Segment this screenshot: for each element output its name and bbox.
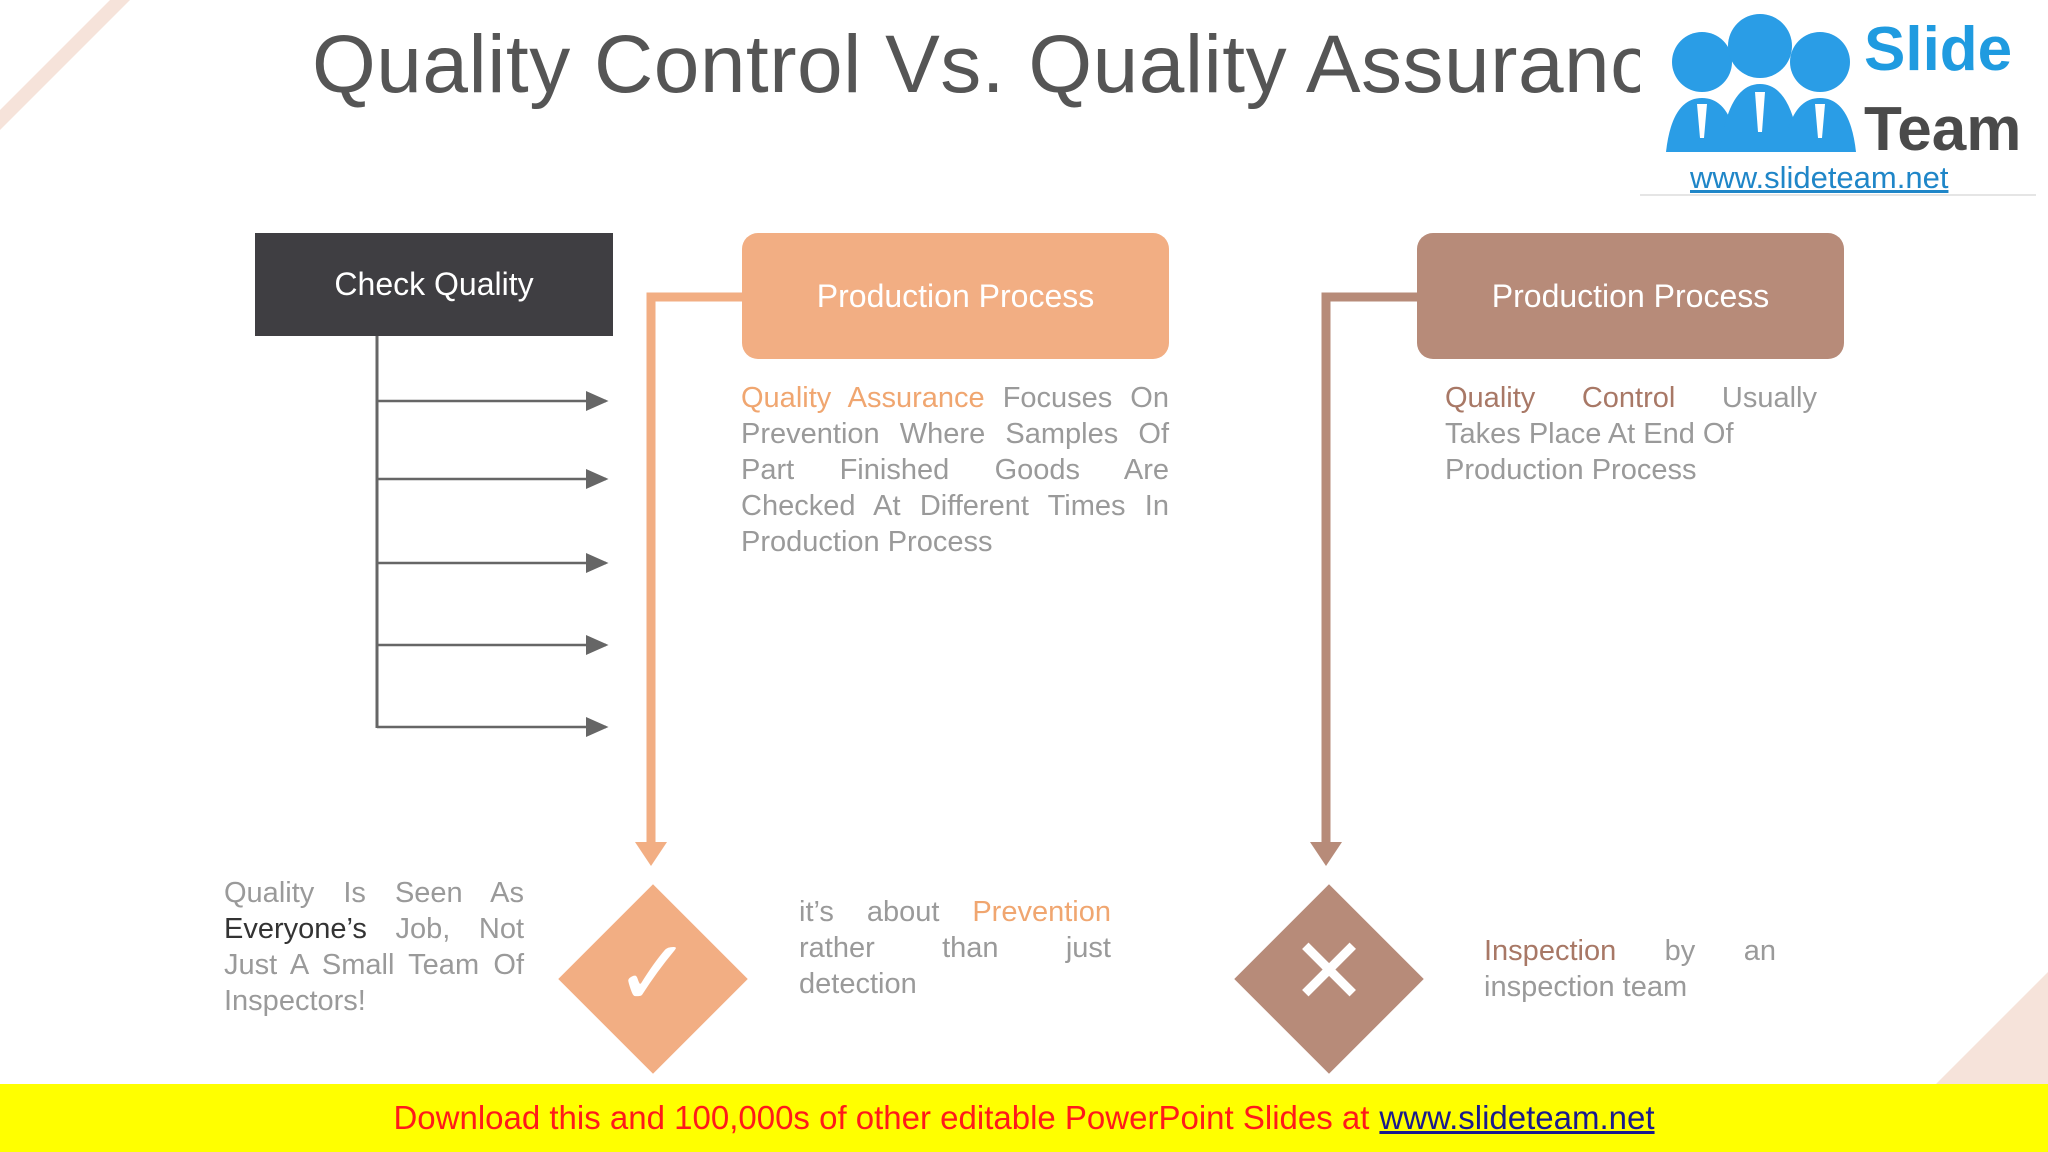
- side-note-line1: Quality Is Seen As: [224, 877, 524, 909]
- qa-desc-line2: Prevention Where Samples Of: [741, 418, 1169, 450]
- corner-decoration-bottom: [1928, 972, 2048, 1092]
- production-process-header-right: Production Process: [1417, 233, 1844, 359]
- qc-desc-text: Usually Takes Place At End Of: [1445, 382, 1817, 450]
- slide-title: Quality Control Vs. Quality Assurance: [312, 19, 1698, 110]
- download-banner: Download this and 100,000s of other edit…: [0, 1084, 2048, 1152]
- logo-word-slide: Slide: [1864, 15, 2013, 84]
- side-note: Quality Is Seen As Everyone’s Job, Not J…: [224, 875, 524, 1019]
- prevention-note-post: rather than just detection: [799, 932, 1111, 1000]
- check-quality-box: Check Quality: [255, 233, 613, 336]
- side-note-rest: Job, Not Just A Small Team Of Inspectors…: [224, 913, 524, 1017]
- logo-word-team: Team: [1864, 95, 2022, 164]
- side-note-everyones: Everyone’s: [224, 913, 367, 945]
- control-arrowhead: [1310, 842, 1342, 866]
- assurance-connector: [646, 292, 742, 845]
- check-icon: ✓: [614, 923, 692, 1025]
- assurance-arrowhead: [635, 842, 667, 866]
- inspection-highlight: Inspection: [1484, 935, 1617, 967]
- slideteam-logo[interactable]: Slide Team www.slideteam.net: [1640, 0, 2036, 196]
- prevention-note-pre: it’s about: [799, 896, 973, 928]
- prevention-highlight: Prevention: [972, 896, 1111, 928]
- people-icon: [1666, 14, 1856, 152]
- production-process-header-left: Production Process: [742, 233, 1169, 359]
- qc-desc-last: Production Process: [1445, 454, 1697, 486]
- logo-url-link[interactable]: www.slideteam.net: [1690, 160, 1949, 195]
- quality-control-description: Quality Control Usually Takes Place At E…: [1445, 380, 1817, 488]
- control-connector: [1321, 292, 1417, 845]
- banner-url-link[interactable]: www.slideteam.net: [1379, 1099, 1655, 1136]
- qa-desc-line1: Focuses On: [984, 382, 1169, 414]
- prevention-note: it’s about Prevention rather than just d…: [799, 894, 1111, 1002]
- qa-desc-line3: Part Finished Goods Are: [741, 454, 1169, 486]
- qc-highlight: Quality Control: [1445, 382, 1676, 414]
- qa-desc-line4: Checked At Different Times In: [741, 490, 1169, 522]
- inspection-note-post: by an inspection team: [1484, 935, 1776, 1003]
- cross-icon: ✕: [1290, 921, 1368, 1023]
- logo-divider: [1640, 194, 2036, 196]
- quality-assurance-description: Quality Assurance Focuses On Prevention …: [741, 380, 1169, 560]
- qa-desc-line5: Production Process: [741, 526, 993, 558]
- inspection-note: Inspection by an inspection team: [1484, 933, 1776, 1005]
- banner-text: Download this and 100,000s of other edit…: [393, 1099, 1370, 1136]
- corner-decoration-inner: [0, 0, 110, 110]
- qa-highlight: Quality Assurance: [741, 382, 985, 414]
